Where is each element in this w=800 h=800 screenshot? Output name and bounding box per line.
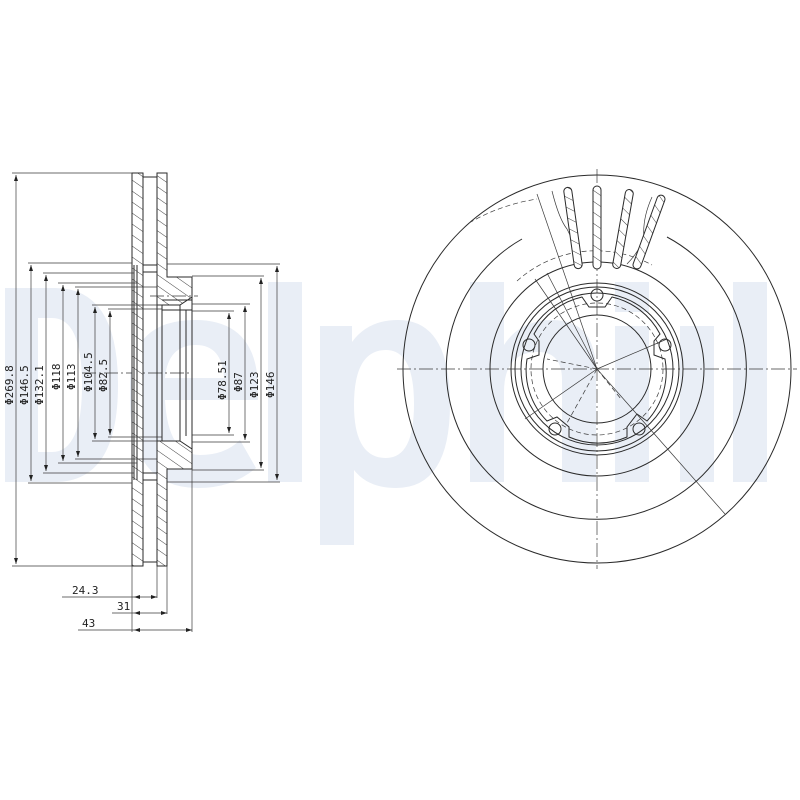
dim-label: Φ104.5 (82, 352, 95, 392)
bolt-holes (522, 288, 672, 436)
dimension-labels-widths: 24.3 31 43 (72, 584, 130, 630)
dim-label: 24.3 (72, 584, 99, 597)
dim-label: 43 (82, 617, 95, 630)
side-section-view (12, 172, 280, 632)
dim-label: Φ78.51 (216, 360, 229, 400)
dim-label: Φ146 (264, 372, 277, 399)
dim-label: Φ118 (50, 364, 63, 391)
dim-label: Φ87 (232, 372, 245, 392)
dim-label: Φ269.8 (3, 365, 16, 405)
dimension-labels-left: Φ269.8 Φ146.5 Φ132.1 Φ118 Φ113 Φ104.5 Φ8… (3, 352, 110, 405)
dim-label: Φ132.1 (33, 365, 46, 405)
dim-label: Φ113 (65, 364, 78, 391)
cooling-vanes (563, 185, 666, 270)
dim-label: 31 (117, 600, 130, 613)
dim-label: Φ82.5 (97, 359, 110, 392)
front-view (397, 169, 797, 569)
dim-label: Φ123 (248, 372, 261, 399)
dimension-labels-right: Φ78.51 Φ87 Φ123 Φ146 (216, 360, 277, 400)
dim-label: Φ146.5 (18, 365, 31, 405)
